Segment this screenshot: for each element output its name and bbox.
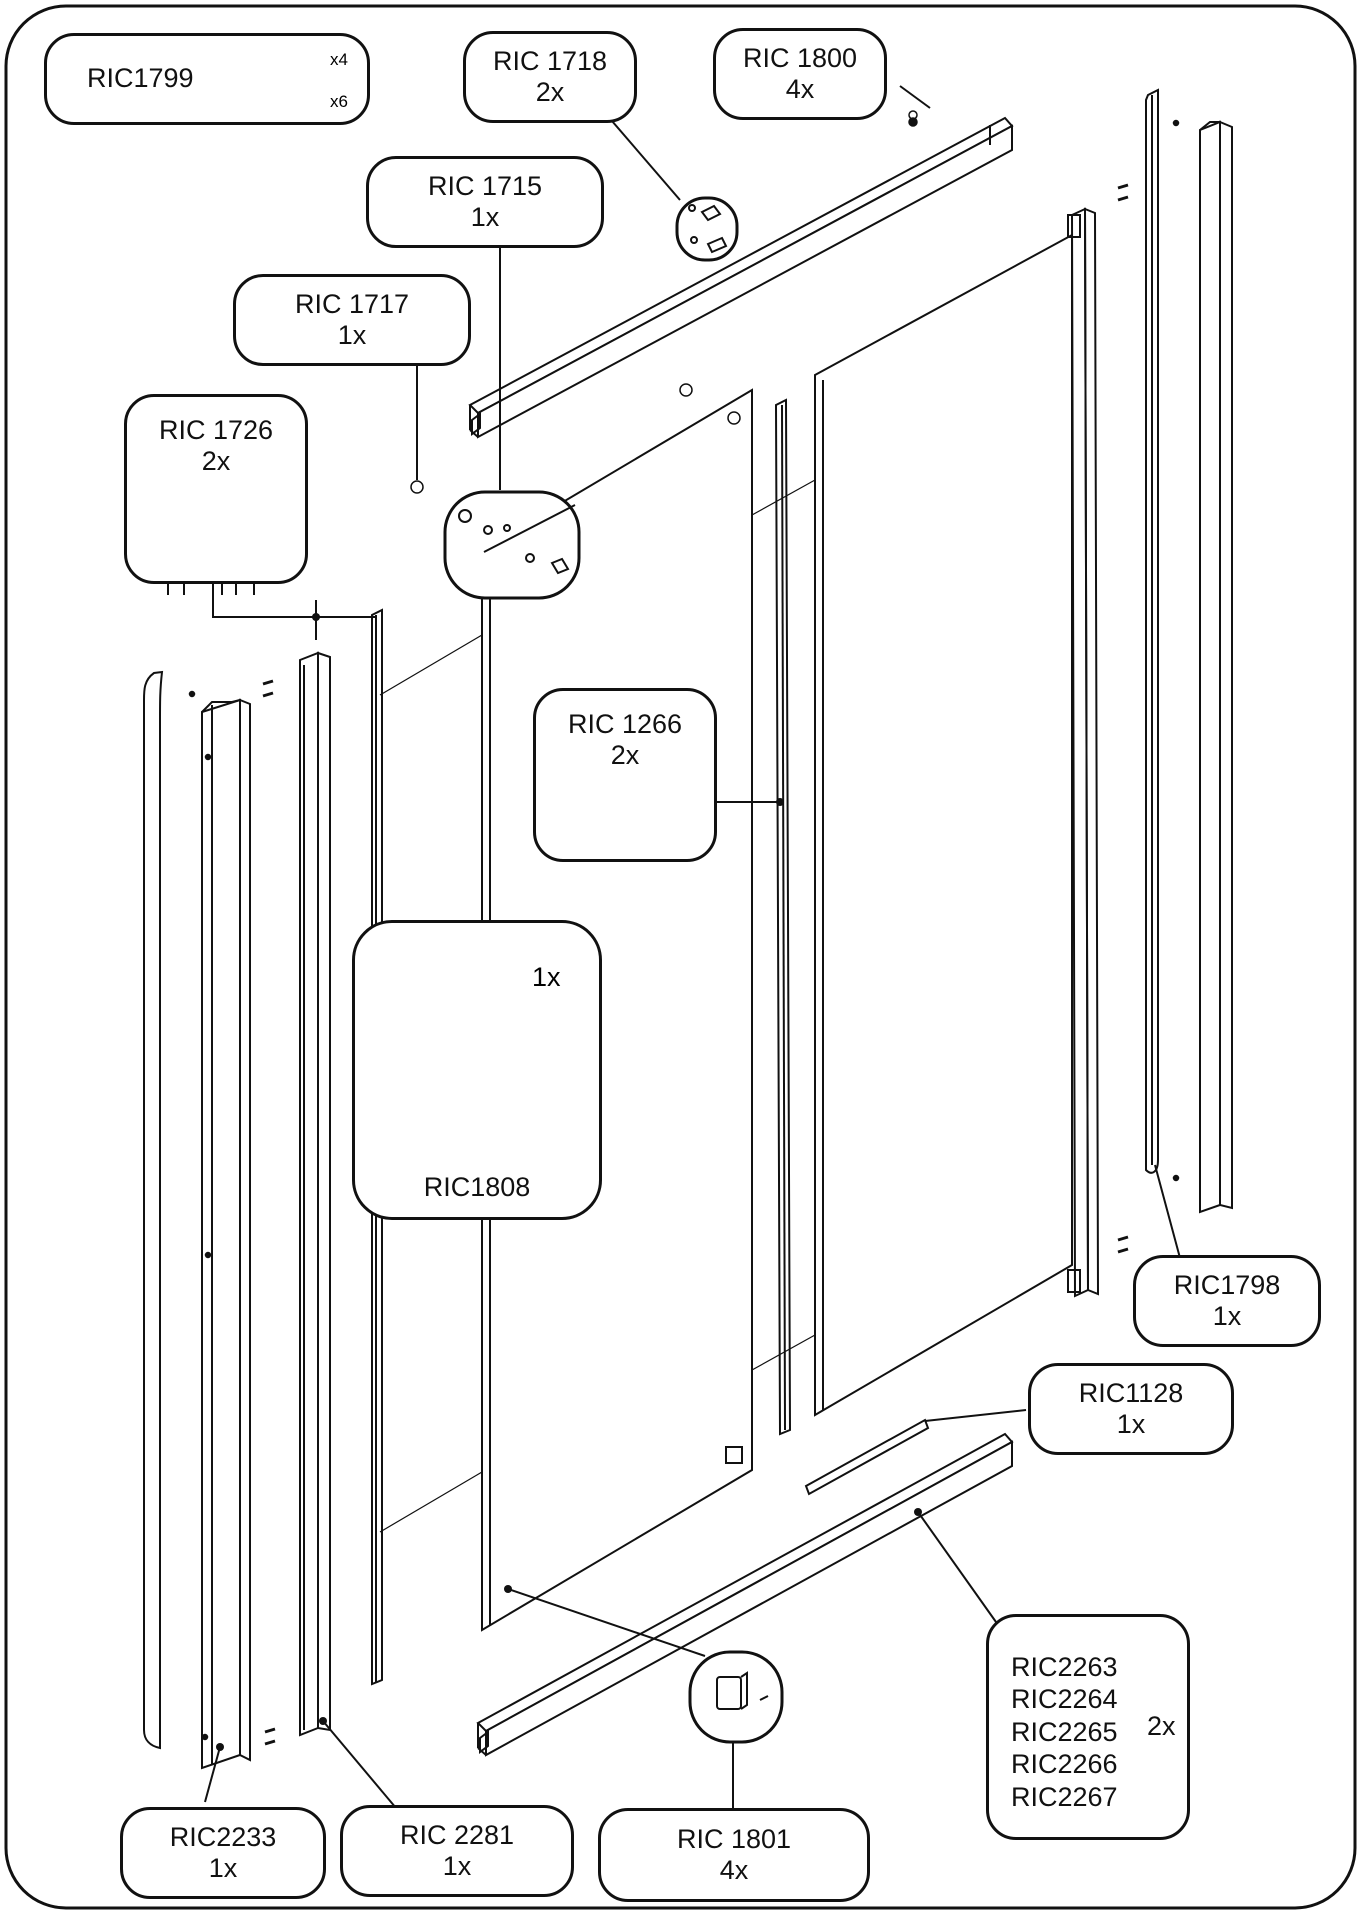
part-code: RIC2264 bbox=[1011, 1684, 1118, 1715]
callout-ric1801: RIC 1801 4x bbox=[598, 1808, 870, 1902]
part-qty: 1x bbox=[1116, 1409, 1146, 1439]
part-code: RIC1808 bbox=[423, 1171, 531, 1202]
part-code: RIC 1717 bbox=[294, 288, 410, 319]
part-qty: 4x bbox=[785, 74, 815, 104]
callout-ric1715: RIC 1715 1x bbox=[366, 156, 604, 248]
top-rail bbox=[468, 116, 1014, 439]
part-code: RIC 2281 bbox=[399, 1819, 515, 1850]
part-code: RIC2266 bbox=[1011, 1749, 1118, 1780]
part-code: RIC2263 bbox=[1011, 1652, 1118, 1682]
detail-ric1715 bbox=[443, 490, 581, 600]
part-qty: 2x bbox=[201, 446, 231, 477]
part-qty: 2x bbox=[535, 77, 565, 107]
rear-vertical-profile bbox=[1067, 207, 1100, 1298]
callout-ric1799: RIC1799 bbox=[44, 33, 370, 125]
callout-ric2233: RIC2233 1x bbox=[120, 1807, 326, 1899]
part-code: RIC 1800 bbox=[742, 42, 858, 73]
part-qty: 2x bbox=[1147, 1711, 1176, 1741]
door-bumper bbox=[725, 1446, 743, 1464]
callout-ric1128: RIC1128 1x bbox=[1028, 1363, 1234, 1455]
right-wall-channel bbox=[1199, 120, 1233, 1214]
part-code: RIC2267 bbox=[1011, 1781, 1118, 1812]
callout-ric1808: RIC1808 bbox=[352, 920, 602, 1220]
part-code: RIC1798 bbox=[1173, 1269, 1281, 1300]
callout-ric1800: RIC 1800 4x bbox=[713, 28, 887, 120]
left-wall-profile bbox=[143, 670, 164, 1750]
detail-ric1801 bbox=[688, 1650, 784, 1744]
callout-ric1717: RIC 1717 1x bbox=[233, 274, 471, 366]
part-code: RIC2233 bbox=[169, 1821, 277, 1852]
callout-ric1726: RIC 1726 2x bbox=[124, 394, 308, 584]
part-code-list: RIC2263 RIC2264 RIC2265 RIC2266 RIC2267 bbox=[1011, 1651, 1118, 1813]
callout-ric2263-group: RIC2263 RIC2264 RIC2265 RIC2266 RIC2267 … bbox=[986, 1614, 1190, 1840]
part-qty: 4x bbox=[719, 1855, 749, 1885]
part-qty: 1x bbox=[1212, 1301, 1242, 1331]
part-code: RIC1799 bbox=[87, 63, 194, 94]
part-code: RIC 1718 bbox=[492, 45, 608, 76]
callout-ric1798: RIC1798 1x bbox=[1133, 1255, 1321, 1347]
part-code: RIC 1801 bbox=[676, 1823, 792, 1854]
part-qty-ric1808: 1x bbox=[532, 962, 561, 992]
sheet-border bbox=[4, 4, 1357, 1910]
part-qty-screws: x6 bbox=[330, 92, 348, 111]
part-code: RIC2265 bbox=[1011, 1716, 1118, 1747]
glass-seal-strip bbox=[774, 398, 792, 1436]
left-wall-channel bbox=[201, 698, 251, 1770]
part-qty-small: x4 bbox=[330, 50, 348, 69]
part-code: RIC 1266 bbox=[567, 709, 683, 739]
part-qty: 2x bbox=[610, 740, 640, 771]
left-hinge-profile bbox=[299, 651, 331, 1737]
right-wall-profile bbox=[1145, 88, 1159, 1174]
rear-fixed-glass bbox=[814, 233, 1073, 1417]
detail-ric1718 bbox=[675, 196, 739, 262]
callout-ric1266: RIC 1266 2x bbox=[533, 688, 717, 862]
part-qty: 1x bbox=[470, 202, 500, 232]
bottom-guide-strip bbox=[804, 1418, 930, 1496]
part-qty: 1x bbox=[208, 1853, 238, 1883]
callout-ric2281: RIC 2281 1x bbox=[340, 1805, 574, 1897]
part-code: RIC1128 bbox=[1078, 1377, 1184, 1408]
bottom-rail bbox=[476, 1432, 1014, 1757]
part-code: RIC 1726 bbox=[158, 415, 274, 445]
callout-ric1718: RIC 1718 2x bbox=[463, 31, 637, 123]
part-code: RIC 1715 bbox=[427, 170, 543, 201]
part-qty: 1x bbox=[337, 320, 367, 350]
part-qty: 1x bbox=[442, 1851, 472, 1881]
